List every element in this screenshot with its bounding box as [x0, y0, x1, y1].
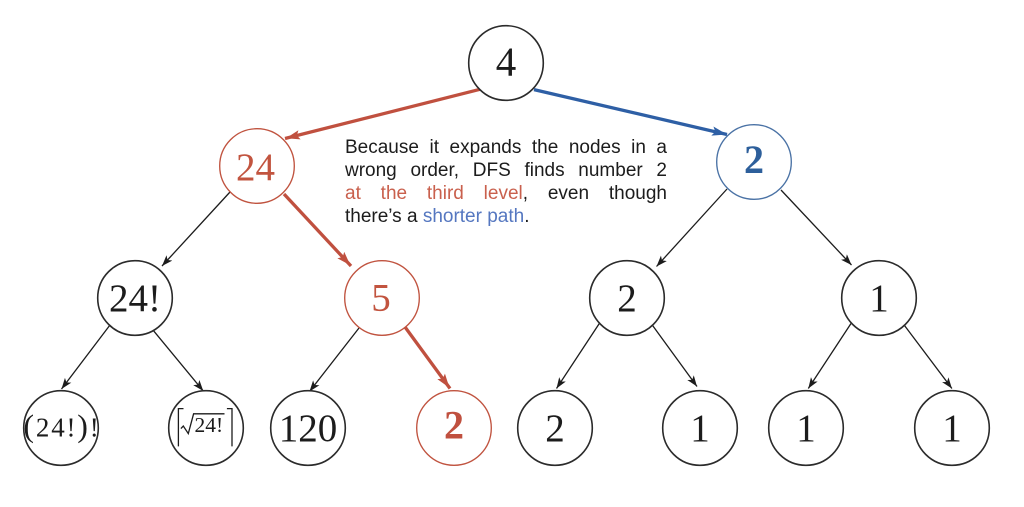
svg-text:24: 24 — [236, 146, 275, 189]
svg-text:2: 2 — [617, 277, 637, 320]
svg-text:1: 1 — [690, 407, 710, 450]
svg-text:2: 2 — [545, 407, 565, 450]
svg-text:(24!)!: (24!)! — [23, 408, 100, 444]
svg-text:2: 2 — [444, 403, 464, 448]
svg-text:5: 5 — [371, 277, 391, 320]
svg-text:24!: 24! — [109, 277, 161, 320]
svg-text:24!: 24! — [194, 413, 223, 437]
svg-text:1: 1 — [796, 407, 816, 450]
svg-text:1: 1 — [869, 277, 889, 320]
svg-text:2: 2 — [744, 137, 764, 182]
svg-text:1: 1 — [942, 407, 962, 450]
svg-text:4: 4 — [496, 39, 517, 85]
svg-text:120: 120 — [279, 407, 338, 450]
